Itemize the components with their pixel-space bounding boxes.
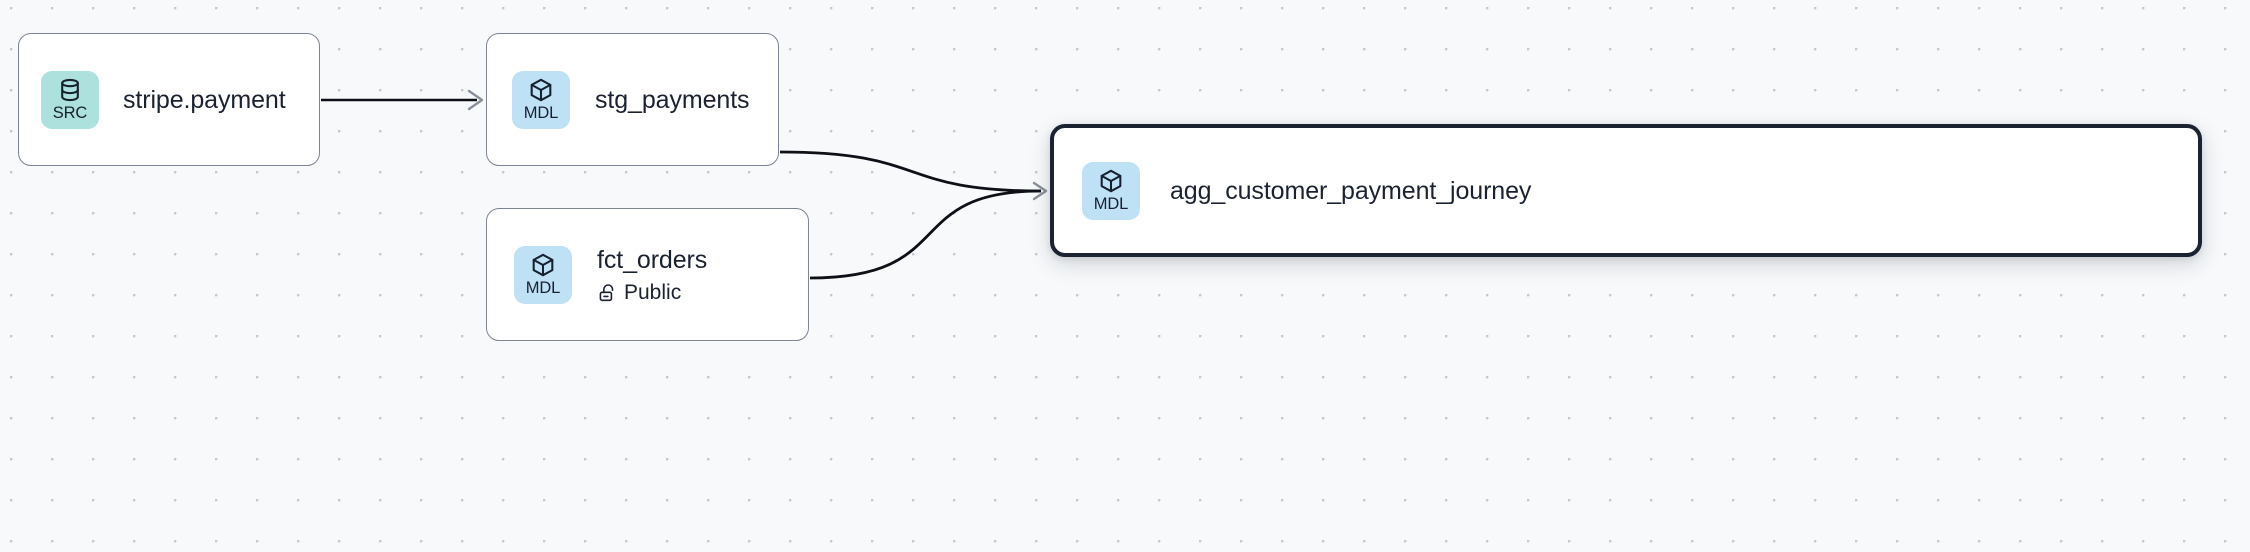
- database-icon: [57, 77, 83, 103]
- unlock-icon: [597, 283, 617, 303]
- badge-label: MDL: [523, 104, 559, 122]
- node-visibility: Public: [597, 281, 707, 305]
- badge-mdl: MDL: [512, 70, 570, 129]
- node-body: stg_payments: [595, 85, 750, 115]
- node-title: fct_orders: [597, 245, 708, 274]
- badge-mdl: MDL: [1082, 161, 1140, 220]
- cube-icon: [1098, 168, 1124, 194]
- arrowhead-into-agg-journey: [1032, 181, 1048, 201]
- cube-icon: [530, 252, 556, 278]
- node-title: stripe.payment: [123, 85, 286, 114]
- cube-icon: [528, 77, 554, 103]
- node-stg-payments[interactable]: MDL stg_payments: [486, 33, 779, 166]
- node-title: stg_payments: [595, 85, 750, 114]
- edge-stg-payments-to-agg-journey: [779, 150, 1042, 193]
- node-agg-customer-payment-journey[interactable]: MDL agg_customer_payment_journey: [1050, 124, 2202, 257]
- edge-fct-orders-to-agg-journey: [809, 189, 1042, 280]
- node-fct-orders[interactable]: MDL fct_orders Public: [486, 208, 809, 341]
- badge-mdl: MDL: [514, 245, 572, 304]
- node-body: agg_customer_payment_journey: [1170, 176, 1531, 206]
- node-title: agg_customer_payment_journey: [1170, 176, 1532, 205]
- badge-label: MDL: [1093, 195, 1129, 213]
- badge-src: SRC: [41, 70, 99, 129]
- node-visibility-label: Public: [624, 280, 682, 304]
- node-body: stripe.payment: [123, 85, 286, 115]
- node-body: fct_orders Public: [597, 245, 707, 305]
- edge-stripe-payment-to-stg-payments: [321, 89, 484, 111]
- badge-label: MDL: [525, 279, 561, 297]
- node-stripe-payment[interactable]: SRC stripe.payment: [18, 33, 320, 166]
- badge-label: SRC: [52, 104, 88, 122]
